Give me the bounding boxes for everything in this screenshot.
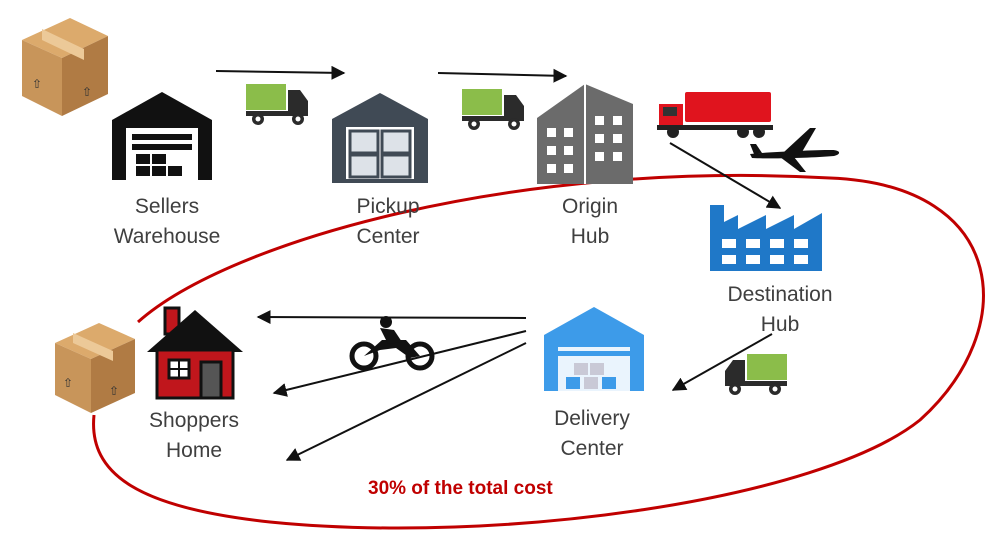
airplane-icon [750, 128, 840, 172]
node-label-line: Center [356, 225, 420, 248]
arrow-delivery-to-home-low [285, 342, 527, 461]
delivery-truck-icon [246, 84, 308, 125]
package-box-icon: ⇧ ⇧ [55, 323, 135, 413]
arrow-pickup-to-origin [437, 68, 568, 83]
pickup-center-icon [332, 93, 428, 183]
node-label-line: Delivery [554, 407, 630, 430]
arrow-origin-to-destination [669, 142, 782, 209]
arrow-destination-to-delivery [671, 333, 773, 391]
node-label-line: Shoppers [149, 409, 239, 432]
node-label-line: Sellers [134, 195, 200, 218]
last-mile-ellipse [92, 173, 985, 530]
delivery-truck-icon [462, 89, 524, 130]
arrow-delivery-to-home-top [256, 310, 527, 325]
svg-text:⇧: ⇧ [63, 376, 73, 390]
svg-text:⇧: ⇧ [109, 384, 119, 398]
node-label-shoppers-home: Shoppers Home [124, 406, 264, 466]
cost-annotation: 30% of the total cost [368, 478, 553, 499]
svg-text:⇧: ⇧ [32, 77, 42, 91]
office-building-icon [537, 84, 633, 184]
motorcycle-icon [349, 316, 435, 371]
node-label-delivery-center: Delivery Center [522, 404, 662, 464]
house-icon [147, 306, 243, 400]
package-box-icon: ⇧ ⇧ [22, 18, 108, 116]
node-label-line: Hub [760, 313, 800, 336]
factory-icon [710, 205, 822, 271]
arrow-delivery-to-home-mid [272, 330, 527, 397]
arrow-warehouse-to-pickup [215, 65, 346, 80]
warehouse-icon [112, 92, 212, 180]
node-label-pickup-center: Pickup Center [318, 192, 458, 252]
semi-truck-icon [657, 92, 773, 138]
node-label-line: Origin [561, 195, 619, 218]
node-label-sellers-warehouse: Sellers Warehouse [92, 192, 242, 252]
distribution-center-icon [544, 307, 644, 391]
delivery-truck-icon [725, 354, 787, 395]
node-label-line: Home [165, 439, 223, 462]
node-label-destination-hub: Destination Hub [705, 280, 855, 340]
node-label-line: Center [560, 437, 624, 460]
node-label-origin-hub: Origin Hub [520, 192, 660, 252]
node-label-line: Hub [570, 225, 610, 248]
svg-text:⇧: ⇧ [82, 85, 92, 99]
node-label-line: Destination [727, 283, 833, 306]
node-label-line: Warehouse [113, 225, 221, 248]
node-label-line: Pickup [356, 195, 420, 218]
